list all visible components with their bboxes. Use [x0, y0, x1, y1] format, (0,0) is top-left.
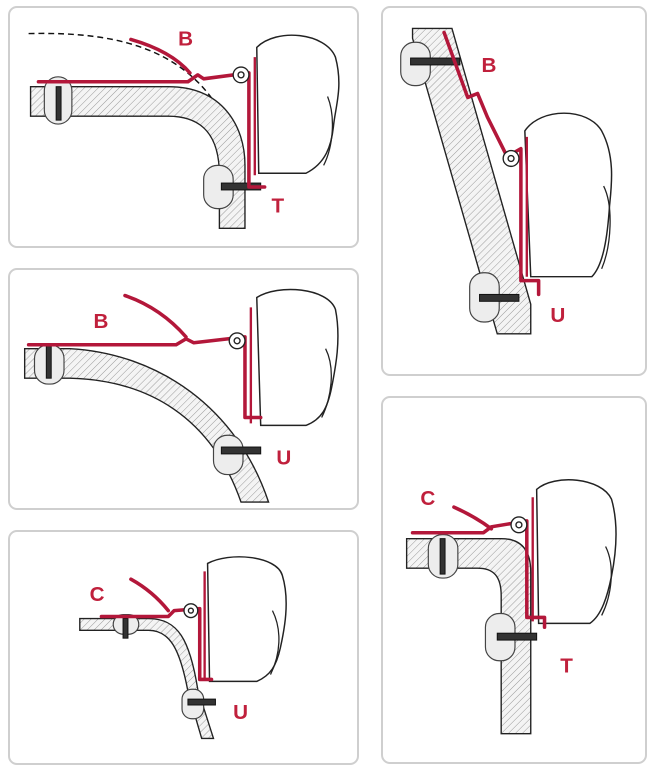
wall-profile [411, 27, 532, 335]
awning-case-detail [321, 348, 332, 418]
awning-case-detail [601, 185, 611, 270]
label-u: U [276, 447, 291, 470]
diagram-panel-4: B U [381, 6, 647, 376]
label-u: U [550, 304, 565, 327]
bolt [220, 446, 262, 455]
label-b: B [94, 310, 109, 333]
awning-case [524, 112, 613, 278]
bolt [479, 293, 520, 302]
mounting-diagram-5: C T [405, 479, 617, 735]
mounting-diagram-3: C U [79, 556, 287, 740]
label-c: C [90, 583, 105, 606]
awning-case-detail [269, 610, 280, 675]
bracket [129, 577, 171, 613]
awning-case [256, 34, 340, 174]
awning-case [206, 556, 287, 683]
diagram-panel-2: B U [8, 268, 359, 510]
diagram-panel-3: C U [8, 530, 359, 765]
bolt [45, 344, 52, 379]
diagram-panel-1: B T [8, 6, 359, 248]
mounting-diagram-2: B U [23, 288, 339, 503]
diagram-panel-5: C T [381, 396, 647, 764]
dashed-profile-line [28, 32, 240, 156]
awning-case [256, 288, 339, 427]
label-c: C [420, 487, 435, 510]
label-u: U [233, 701, 248, 724]
bracket [26, 335, 263, 420]
label-t: T [560, 655, 573, 678]
bolt [122, 618, 129, 639]
bracket [123, 293, 188, 339]
label-t: T [272, 195, 285, 218]
mount-knob [212, 434, 244, 476]
label-b: B [178, 27, 193, 50]
mounting-diagram-1: B T [28, 27, 340, 229]
wall-profile [79, 617, 215, 740]
bolt [496, 632, 538, 641]
bolt [55, 86, 62, 121]
bolt [187, 698, 216, 706]
bracket [129, 37, 192, 75]
awning-case-detail [323, 96, 334, 166]
awning-case [535, 479, 617, 625]
bracket [452, 505, 494, 531]
mounting-diagram-4: B U [400, 27, 613, 335]
bolt [439, 538, 446, 575]
awning-case-detail [601, 546, 612, 616]
bracket [410, 519, 547, 630]
bolt [410, 57, 461, 66]
label-b: B [481, 54, 496, 77]
bracket [36, 71, 267, 189]
